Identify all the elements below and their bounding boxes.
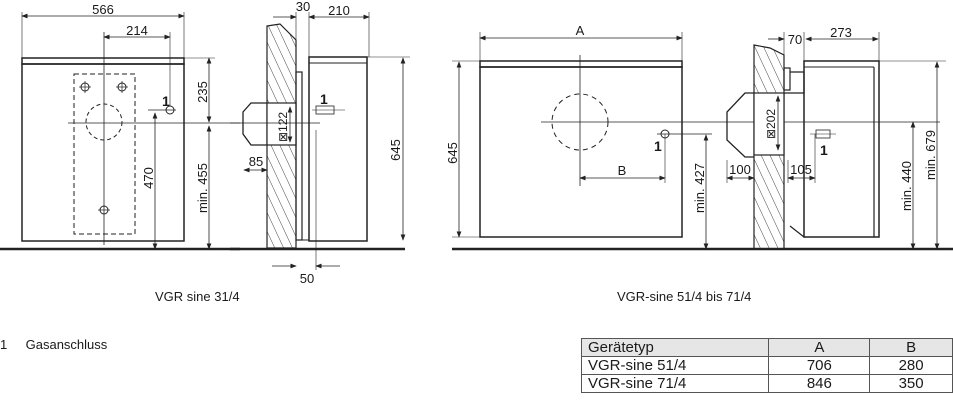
legend-number: 1 [0,337,8,352]
svg-text:235: 235 [195,81,210,103]
cell-a: 706 [768,356,871,375]
svg-text:1: 1 [162,93,170,109]
cell-a: 846 [768,374,871,393]
cell-device-type: VGR-sine 71/4 [580,374,770,393]
svg-text:470: 470 [141,167,156,189]
right-front-dims: A B 1 645 min. 427 [445,23,707,213]
svg-text:105: 105 [790,162,812,177]
svg-text:50: 50 [300,271,314,286]
svg-text:214: 214 [126,23,148,38]
left-front-dims: 566 214 1 235 min. 455 470 [92,2,210,213]
left-side-view [230,12,410,270]
left-side-dims: 30 210 1 ⊠122 85 645 50 [249,0,403,286]
svg-text:A: A [576,23,585,38]
svg-text:273: 273 [830,25,852,40]
right-side-view [726,32,946,250]
table-row: VGR-sine 51/4 706 280 [580,356,953,375]
device-dimensions-table: Gerätetyp A B VGR-sine 51/4 706 280 VGR-… [580,338,953,393]
header-b: B [869,338,953,357]
legend-label: Gasanschluss [25,337,108,352]
left-front-view [0,12,240,251]
legend: 1 Gasanschluss [0,337,107,352]
svg-text:min. 455: min. 455 [195,163,210,213]
svg-text:70: 70 [788,32,802,47]
right-drawing-caption: VGR-sine 51/4 bis 71/4 [617,289,752,304]
table-header-row: Gerätetyp A B [580,338,953,357]
svg-text:85: 85 [249,154,263,169]
svg-text:⊠202: ⊠202 [764,109,778,139]
svg-text:100: 100 [729,162,751,177]
svg-text:210: 210 [328,3,350,18]
cell-device-type: VGR-sine 51/4 [580,356,770,375]
svg-text:1: 1 [820,142,828,158]
right-side-dims: 70 273 ⊠202 1 100 105 min. 440 min. 679 [729,25,938,211]
header-device-type: Gerätetyp [580,338,770,357]
svg-text:1: 1 [654,138,662,154]
cell-b: 280 [869,356,953,375]
svg-text:30: 30 [296,0,310,14]
right-front-view [452,32,953,251]
svg-text:min. 427: min. 427 [692,163,707,213]
svg-text:645: 645 [388,139,403,161]
table-row: VGR-sine 71/4 846 350 [580,374,953,393]
svg-text:min. 679: min. 679 [923,130,938,180]
svg-text:566: 566 [92,2,114,17]
svg-text:B: B [618,163,627,178]
svg-text:⊠122: ⊠122 [276,112,290,142]
svg-text:min. 440: min. 440 [899,161,914,211]
svg-text:645: 645 [445,142,460,164]
header-a: A [768,338,871,357]
left-drawing-caption: VGR sine 31/4 [155,289,240,304]
cell-b: 350 [869,374,953,393]
svg-text:1: 1 [320,91,328,107]
